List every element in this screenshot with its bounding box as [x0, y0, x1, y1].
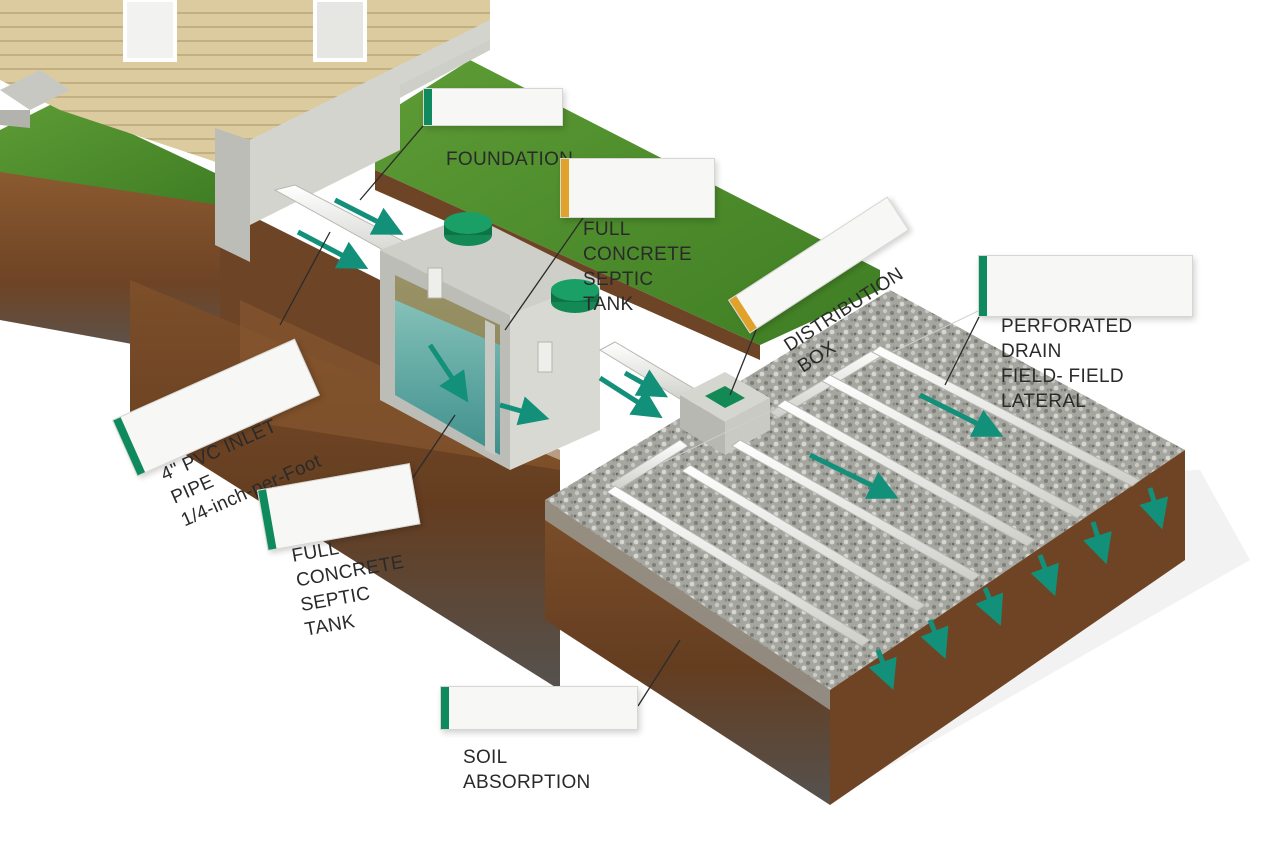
callout-accent-bar: [424, 89, 432, 125]
callout-label: PERFORATED DRAIN FIELD- FIELD LATERAL: [1001, 316, 1133, 412]
callout-label: SOIL ABSORPTION: [463, 747, 591, 793]
callout-accent-bar: [561, 159, 569, 217]
flow-arrow-icon: [296, 197, 1169, 691]
callout-leaders: [279, 125, 981, 707]
callout-label: FULL CONCRETE SEPTIC TANK: [583, 219, 693, 315]
callout-label: FOUNDATION: [446, 149, 574, 170]
foundation-callout: FOUNDATION: [423, 88, 573, 170]
soil-absorption-callout: SOIL ABSORPTION: [440, 686, 638, 793]
callout-accent-bar: [441, 687, 449, 729]
drain-field-callout: PERFORATED DRAIN FIELD- FIELD LATERAL: [978, 255, 1193, 412]
callout-accent-bar: [979, 256, 987, 316]
septic-tank-top-callout: FULL CONCRETE SEPTIC TANK: [560, 158, 715, 315]
